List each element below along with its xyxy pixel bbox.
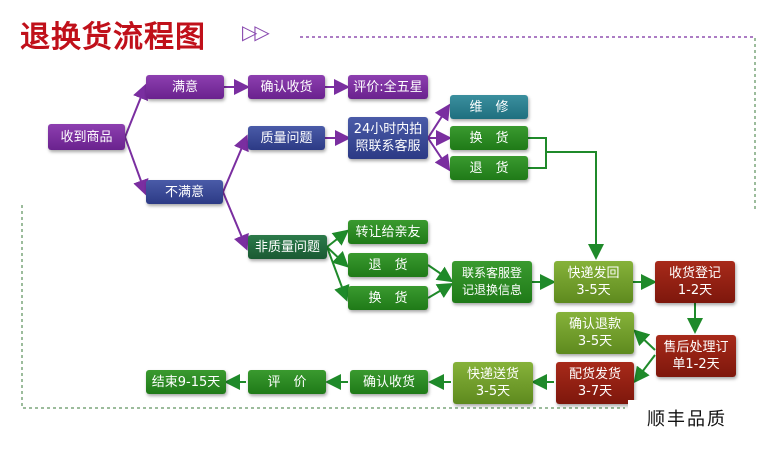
node-repair: 维 修: [450, 95, 528, 119]
node-satisfied: 满意: [146, 75, 224, 99]
title-arrows-icon: ▷▷: [242, 20, 270, 44]
node-receive-register: 收货登记 1-2天: [655, 261, 735, 303]
node-contact-24h: 24小时内拍 照联系客服: [348, 117, 428, 159]
node-after-sales: 售后处理订 单1-2天: [656, 335, 736, 377]
node-confirm-refund: 确认退款 3-5天: [556, 312, 634, 354]
node-exchange-mid: 换 货: [348, 286, 428, 310]
node-transfer: 转让给亲友: [348, 220, 428, 244]
node-ship-out: 配货发货 3-7天: [556, 362, 634, 404]
node-contact-register: 联系客服登 记退换信息: [452, 261, 532, 303]
node-rating: 评价:全五星: [348, 75, 428, 99]
shunfeng-quality-stamp: 顺丰品质: [628, 400, 746, 436]
node-non-quality: 非质量问题: [248, 235, 327, 259]
node-return-top: 退 货: [450, 156, 528, 180]
node-end: 结束9-15天: [146, 370, 226, 394]
page-title: 退换货流程图: [20, 20, 206, 55]
node-quality-issue: 质量问题: [248, 126, 325, 150]
node-courier-back: 快递发回 3-5天: [554, 261, 633, 303]
node-evaluate: 评 价: [248, 370, 326, 394]
node-unsatisfied: 不满意: [146, 180, 223, 204]
node-return-mid: 退 货: [348, 253, 428, 277]
node-confirm-receipt-bottom: 确认收货: [350, 370, 428, 394]
node-confirm-receipt-top: 确认收货: [248, 75, 325, 99]
node-exchange-top: 换 货: [450, 126, 528, 150]
node-received: 收到商品: [48, 124, 125, 150]
outer-dashed-frame: [21, 205, 625, 409]
node-courier-send: 快递送货 3-5天: [453, 362, 533, 404]
